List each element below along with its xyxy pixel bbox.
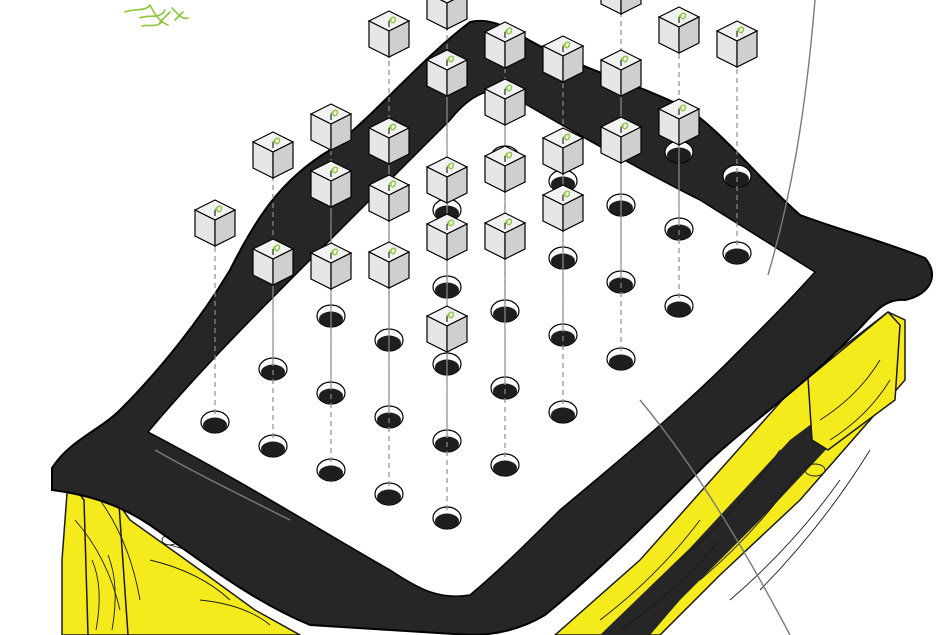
planting-hole-icon — [375, 483, 403, 505]
seedling-plug-icon — [427, 0, 467, 29]
seedling-plug-icon — [543, 36, 583, 82]
seedling-plug-icon — [427, 50, 467, 96]
seedling-plug-icon — [311, 243, 351, 289]
seedling-plug-icon — [485, 213, 525, 259]
sprout-strokes — [125, 5, 188, 26]
seedling-plug-icon — [427, 214, 467, 260]
planting-hole-icon — [491, 454, 519, 476]
seedling-plug-icon — [369, 11, 409, 57]
hole-opening — [261, 442, 285, 457]
seedling-plug-icon — [253, 239, 293, 285]
hole-opening — [377, 490, 401, 505]
plug-right — [447, 0, 467, 29]
plug-left — [601, 0, 621, 14]
hole-opening — [319, 466, 343, 481]
seedling-plug-icon — [601, 0, 641, 14]
seedling-plug-icon — [659, 99, 699, 145]
seedling-plug-icon — [195, 200, 235, 246]
hole-opening — [203, 418, 227, 433]
seedling-plug-icon — [543, 128, 583, 174]
seedling-plug-icon — [253, 132, 293, 178]
seedling-plug-icon — [717, 21, 757, 67]
planting-hole-icon — [665, 295, 693, 317]
seedling-plug-icon — [601, 117, 641, 163]
plug-right — [621, 0, 641, 14]
hole-opening — [493, 461, 517, 476]
seedling-plug-icon — [427, 306, 467, 352]
seedling-plug-icon — [543, 185, 583, 231]
hole-opening — [667, 302, 691, 317]
plug-left — [427, 0, 447, 29]
seedling-plug-icon — [427, 157, 467, 203]
planting-hole-icon — [201, 411, 229, 433]
seedling-plug-icon — [601, 50, 641, 96]
sprout-icon — [125, 5, 188, 26]
seedling-plug-icon — [369, 118, 409, 164]
seedling-plug-icon — [485, 146, 525, 192]
seedling-plug-icon — [659, 7, 699, 53]
seedling-plug-icon — [485, 79, 525, 125]
seedling-plug-icon — [369, 242, 409, 288]
seedling-plug-icon — [369, 175, 409, 221]
hole-opening — [435, 514, 459, 529]
planting-hole-icon — [723, 242, 751, 264]
planting-hole-icon — [607, 348, 635, 370]
hole-opening — [725, 249, 749, 264]
seedling-plug-icon — [485, 22, 525, 68]
planting-hole-icon — [433, 507, 461, 529]
hole-opening — [609, 355, 633, 370]
planting-hole-icon — [317, 459, 345, 481]
seedling-plug-icon — [311, 161, 351, 207]
seedling-plug-icon — [311, 104, 351, 150]
planting-hole-icon — [549, 401, 577, 423]
hole-opening — [551, 408, 575, 423]
planting-hole-icon — [259, 435, 287, 457]
